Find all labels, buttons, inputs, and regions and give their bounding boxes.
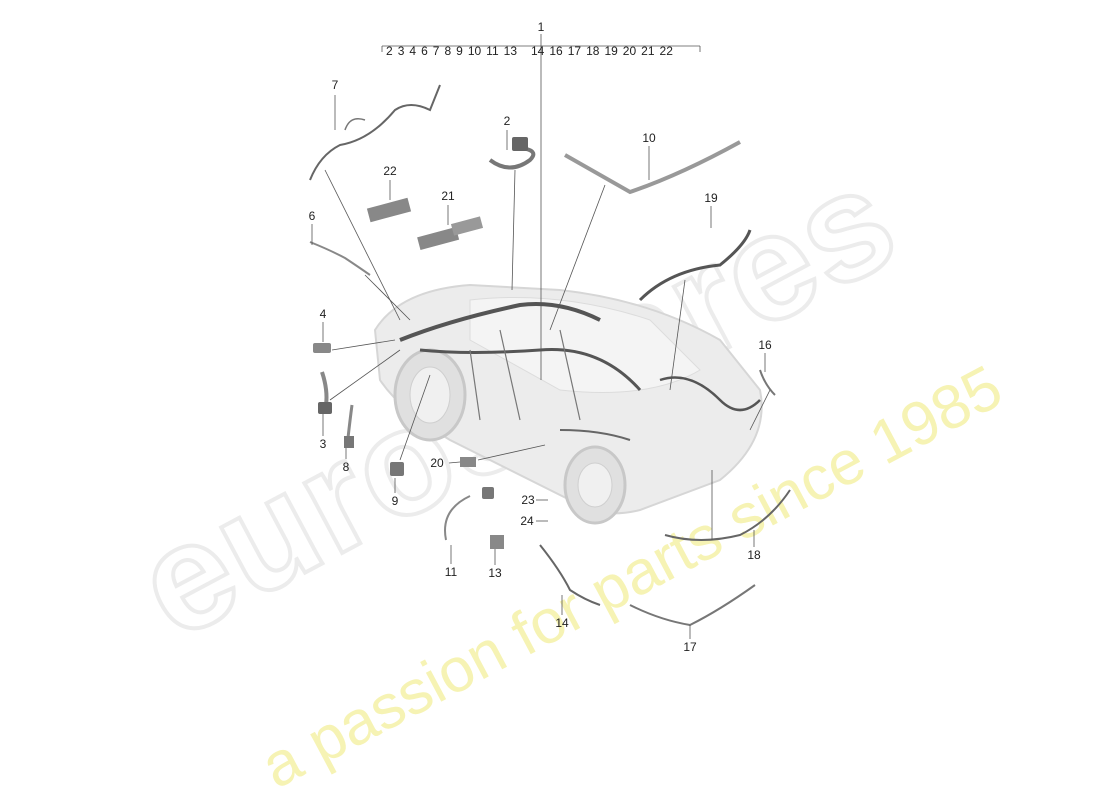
callout-13[interactable]: 13 <box>488 566 502 580</box>
header-num: 7 <box>432 44 440 58</box>
callout-17[interactable]: 17 <box>683 640 697 654</box>
header-num: 18 <box>586 44 600 58</box>
callout-22[interactable]: 22 <box>383 164 397 178</box>
header-num: 8 <box>444 44 452 58</box>
header-num: 14 <box>531 44 545 58</box>
callout-16[interactable]: 16 <box>758 338 772 352</box>
callout-18[interactable]: 18 <box>747 548 761 562</box>
callout-3[interactable]: 3 <box>319 437 327 451</box>
header-num: 3 <box>397 44 405 58</box>
callout-2[interactable]: 2 <box>503 114 511 128</box>
callout-7[interactable]: 7 <box>331 78 339 92</box>
header-num: 19 <box>604 44 618 58</box>
callout-1: 1 <box>537 20 545 34</box>
callout-8[interactable]: 8 <box>342 460 350 474</box>
callout-14[interactable]: 14 <box>555 616 569 630</box>
header-num: 13 <box>503 44 517 58</box>
header-num: 4 <box>409 44 417 58</box>
header-num: 6 <box>421 44 428 58</box>
callout-23[interactable]: 23 <box>521 493 535 507</box>
header-num: 10 <box>467 44 482 58</box>
callout-24[interactable]: 24 <box>520 514 534 528</box>
callout-4[interactable]: 4 <box>319 307 327 321</box>
callout-19[interactable]: 19 <box>704 191 718 205</box>
header-num: 21 <box>641 44 655 58</box>
header-num: 17 <box>567 44 582 58</box>
callout-21[interactable]: 21 <box>441 189 455 203</box>
header-num: 11 <box>486 44 499 58</box>
header-num: 2 <box>386 44 393 58</box>
header-num: 22 <box>659 44 673 58</box>
callout-9[interactable]: 9 <box>391 494 399 508</box>
header-num: 20 <box>622 44 637 58</box>
header-num: 9 <box>456 44 463 58</box>
callout-10[interactable]: 10 <box>642 131 656 145</box>
header-num: 16 <box>549 44 563 58</box>
callout-20[interactable]: 20 <box>430 456 444 470</box>
callout-11[interactable]: 11 <box>444 565 458 579</box>
callout-6[interactable]: 6 <box>308 209 316 223</box>
